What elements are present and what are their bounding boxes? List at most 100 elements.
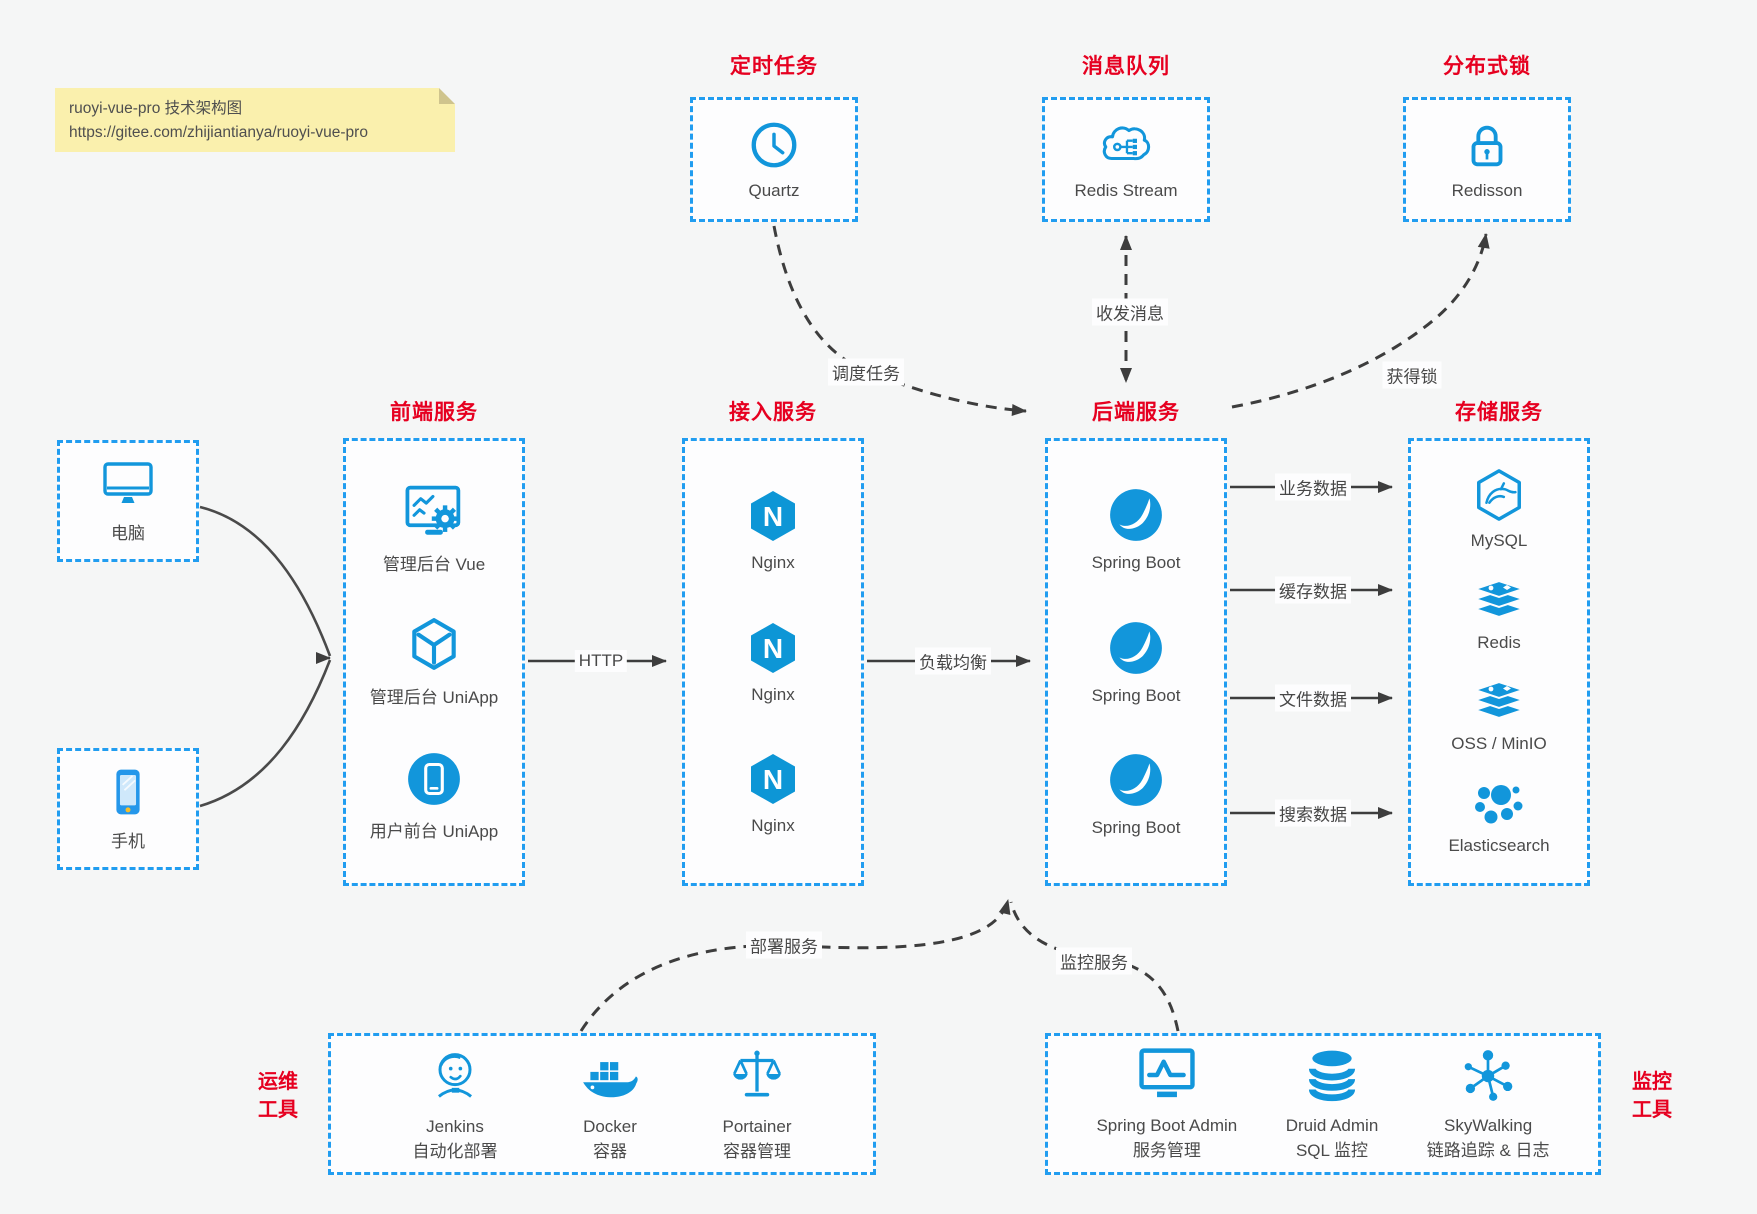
panel-mq: Redis Stream: [1042, 97, 1210, 222]
node-label: MySQL: [1470, 530, 1528, 550]
redis-icon: [1471, 579, 1527, 618]
spring-boot-admin-icon: [1139, 1048, 1195, 1098]
node-desc: SQL 监控: [1295, 1140, 1369, 1160]
panel-monitoring: Spring Boot Admin 服务管理 Druid Admin SQL 监…: [1045, 1033, 1601, 1175]
svg-text:N: N: [763, 764, 783, 795]
node-druid-admin: Druid Admin SQL 监控: [1286, 1045, 1379, 1163]
arrow-acquire-lock: [1231, 233, 1490, 409]
node-label: Spring Boot: [1091, 817, 1181, 837]
node-springboot-2: Spring Boot: [1091, 619, 1181, 706]
node-jenkins: Jenkins 自动化部署: [413, 1044, 498, 1164]
section-title-storage: 存储服务: [1455, 401, 1543, 424]
node-desc: 服务管理: [1132, 1140, 1201, 1160]
portainer-icon: [732, 1050, 781, 1097]
desktop-icon: [103, 462, 153, 503]
section-title-scheduled: 定时任务: [730, 55, 818, 78]
section-title-gateway: 接入服务: [729, 401, 817, 424]
node-label: 管理后台 UniApp: [369, 688, 499, 707]
node-label: OSS / MinIO: [1451, 734, 1547, 754]
node-name: Spring Boot Admin: [1096, 1115, 1238, 1135]
section-title-frontend: 前端服务: [390, 401, 478, 424]
docker-icon: [583, 1061, 638, 1098]
note-url: https://gitee.com/zhijiantianya/ruoyi-vu…: [69, 124, 368, 142]
section-title-backend: 后端服务: [1092, 401, 1180, 424]
node-quartz: Quartz: [747, 118, 801, 201]
edge-label-deploy: 部署服务: [746, 931, 822, 959]
node-admin-vue: 管理后台 Vue: [383, 483, 485, 575]
node-desc: 自动化部署: [412, 1141, 498, 1161]
section-title-lock: 分布式锁: [1443, 55, 1531, 78]
panel-backend: Spring Boot Spring Boot Spring Boot: [1045, 438, 1227, 886]
node-desc: 容器管理: [722, 1141, 791, 1161]
node-nginx-1: N Nginx: [744, 488, 802, 573]
arrow-phone-to-frontend: [199, 659, 332, 808]
note-fold-corner: [439, 88, 455, 104]
panel-phone-client: 手机: [57, 748, 199, 870]
panel-storage: MySQL Redis OSS / MinIO: [1408, 438, 1590, 886]
node-label: Spring Boot: [1091, 553, 1181, 573]
node-docker: Docker 容器: [579, 1044, 641, 1164]
edge-label-schedule: 调度任务: [828, 358, 904, 386]
ops-title-line1: 运维: [258, 1071, 298, 1093]
node-elasticsearch: Elasticsearch: [1448, 781, 1550, 856]
node-label: Nginx: [751, 684, 795, 704]
section-title-monitoring: 监控 工具: [1620, 1068, 1684, 1124]
node-oss-minio: OSS / MinIO: [1451, 679, 1547, 754]
node-label: Quartz: [748, 181, 800, 200]
skywalking-icon: [1464, 1050, 1513, 1101]
node-skywalking: SkyWalking 链路追踪 & 日志: [1427, 1045, 1550, 1163]
node-label: 管理后台 Vue: [382, 554, 486, 574]
nginx-icon: N: [751, 622, 795, 673]
note-title: ruoyi-vue-pro 技术架构图: [69, 100, 243, 117]
node-name: Portainer: [722, 1116, 792, 1136]
panel-scheduled: Quartz: [690, 97, 858, 222]
node-nginx-3: N Nginx: [744, 751, 802, 836]
node-pc: 电脑: [100, 458, 156, 544]
spring-icon: [1110, 621, 1162, 674]
spring-icon: [1110, 753, 1162, 806]
oss-icon: [1471, 681, 1527, 720]
ops-title-line2: 工具: [258, 1099, 298, 1121]
node-label-group: Docker 容器: [583, 1115, 637, 1164]
node-label: Elasticsearch: [1448, 836, 1550, 856]
edge-label-cache-data: 缓存数据: [1275, 576, 1351, 604]
node-label: Spring Boot: [1091, 685, 1181, 705]
panel-ops: Jenkins 自动化部署 Docker 容器: [328, 1033, 876, 1175]
section-title-mq: 消息队列: [1082, 55, 1170, 78]
node-label: Redisson: [1451, 181, 1523, 200]
node-label: Redis Stream: [1074, 181, 1178, 200]
node-spring-boot-admin: Spring Boot Admin 服务管理: [1096, 1045, 1237, 1163]
node-label: Nginx: [751, 816, 795, 836]
edge-label-business-data: 业务数据: [1275, 473, 1351, 501]
node-label: 电脑: [111, 524, 145, 543]
node-label-group: Jenkins 自动化部署: [413, 1115, 498, 1164]
section-title-ops: 运维 工具: [246, 1068, 310, 1124]
smartphone-icon: [116, 769, 140, 815]
monitoring-title-line2: 工具: [1632, 1099, 1672, 1121]
edge-label-search-data: 搜索数据: [1275, 799, 1351, 827]
node-admin-uniapp: 管理后台 UniApp: [370, 616, 498, 708]
node-name: Jenkins: [426, 1116, 484, 1136]
arrow-deploy: [579, 899, 1011, 1032]
clock-icon: [751, 122, 797, 168]
edge-label-message: 收发消息: [1092, 298, 1168, 326]
panel-frontend: 管理后台 Vue 管理后台 UniApp 用户前台 UniApp: [343, 438, 525, 886]
node-label-group: SkyWalking 链路追踪 & 日志: [1427, 1114, 1550, 1163]
node-label: 手机: [111, 832, 145, 851]
node-label: Redis: [1477, 632, 1521, 652]
nginx-icon: N: [751, 490, 795, 541]
panel-pc-client: 电脑: [57, 440, 199, 562]
monitoring-title-line1: 监控: [1632, 1071, 1672, 1093]
node-name: SkyWalking: [1444, 1115, 1533, 1135]
node-label-group: Druid Admin SQL 监控: [1286, 1114, 1379, 1163]
edge-label-http: HTTP: [574, 650, 628, 672]
edge-label-acquire-lock: 获得锁: [1382, 361, 1442, 389]
lock-icon: [1471, 125, 1503, 167]
node-portainer: Portainer 容器管理: [722, 1044, 792, 1164]
svg-text:N: N: [763, 501, 783, 532]
node-springboot-3: Spring Boot: [1091, 751, 1181, 838]
edge-label-file-data: 文件数据: [1275, 684, 1351, 712]
mysql-icon: [1477, 468, 1521, 521]
node-label-group: Spring Boot Admin 服务管理: [1096, 1114, 1237, 1163]
